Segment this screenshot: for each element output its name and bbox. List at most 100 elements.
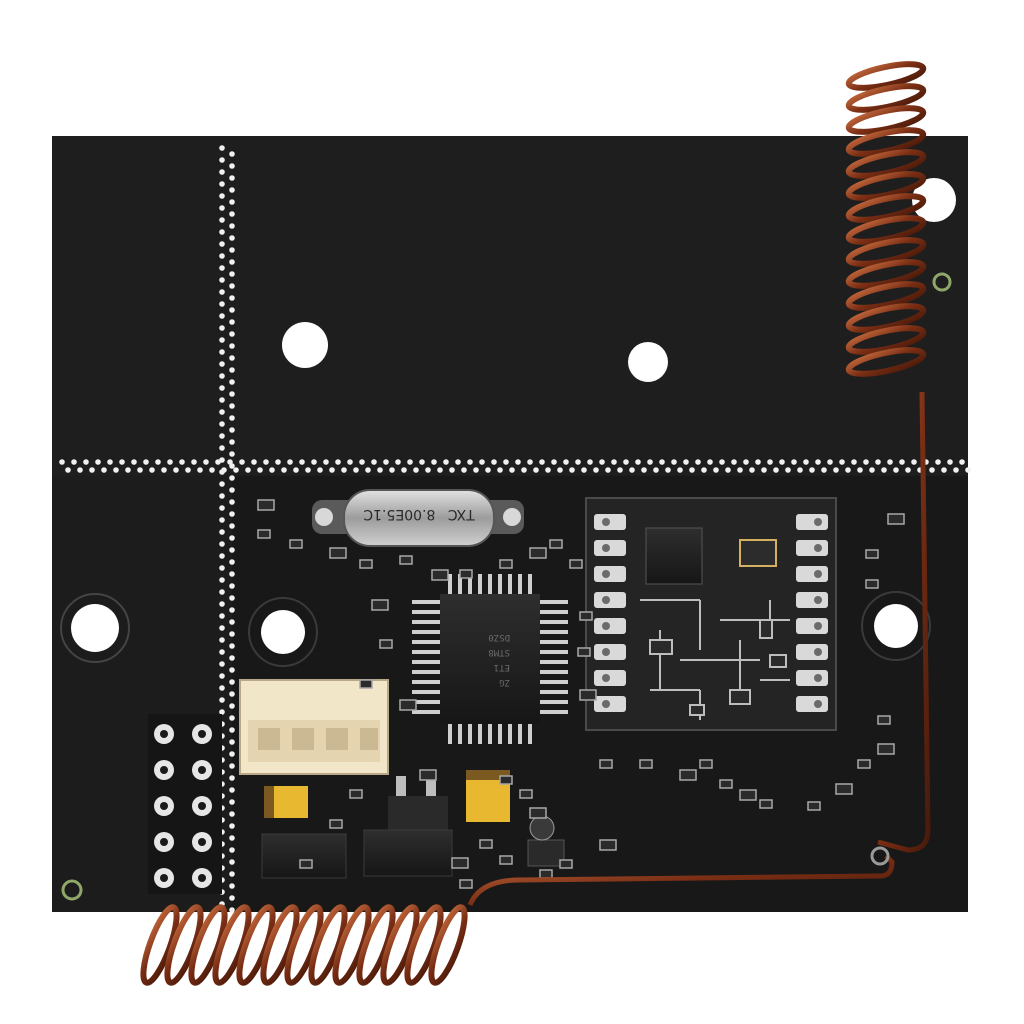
header-pin-hole — [198, 802, 206, 810]
perforation-dot — [743, 459, 749, 465]
ic-pin — [412, 700, 440, 704]
ic-pin — [412, 600, 440, 604]
perforation-dot — [219, 157, 225, 163]
ic-pin — [540, 600, 568, 604]
perforation-horizontal — [59, 459, 971, 473]
perforation-dot — [229, 859, 235, 865]
mounting-hole — [261, 610, 305, 654]
smd-resistor — [579, 689, 597, 701]
power-transistor — [261, 833, 347, 879]
rf-component — [729, 689, 751, 705]
perforation-dot — [219, 145, 225, 151]
perforation-dot — [713, 467, 719, 473]
rf-pad-hole — [602, 596, 610, 604]
perforation-dot — [101, 467, 107, 473]
smd-resistor — [719, 779, 733, 789]
smd-resistor — [865, 579, 879, 589]
perforation-dot — [491, 459, 497, 465]
perforation-dot — [755, 459, 761, 465]
coil-turn — [845, 105, 927, 135]
smd-resistor — [539, 869, 553, 879]
smd-resistor — [431, 569, 449, 581]
perforation-dot — [229, 427, 235, 433]
ic-pin — [540, 650, 568, 654]
rf-pad-hole — [814, 518, 822, 526]
perforation-dot — [229, 847, 235, 853]
perforation-dot — [953, 467, 959, 473]
perforation-dot — [229, 355, 235, 361]
perforation-dot — [179, 459, 185, 465]
perforation-dot — [219, 637, 225, 643]
perforation-dot — [467, 459, 473, 465]
smd-resistor — [877, 743, 895, 755]
rf-component — [689, 704, 705, 716]
smd-resistor — [499, 855, 513, 865]
perforation-dot — [219, 169, 225, 175]
perforation-dot — [437, 467, 443, 473]
perforation-dot — [161, 467, 167, 473]
perforation-dot — [219, 337, 225, 343]
coil-turn — [845, 149, 927, 179]
perforation-dot — [219, 613, 225, 619]
perforation-dot — [521, 467, 527, 473]
perforation-dot — [857, 467, 863, 473]
perforation-dot — [527, 459, 533, 465]
perforation-dot — [233, 467, 239, 473]
perforation-dot — [797, 467, 803, 473]
perforation-dot — [219, 253, 225, 259]
coil-turn — [845, 259, 927, 289]
perforation-dot — [229, 223, 235, 229]
perforation-dot — [229, 895, 235, 901]
perforation-dot — [219, 313, 225, 319]
header-pin-hole — [160, 766, 168, 774]
smd-resistor — [359, 559, 373, 569]
perforation-dot — [229, 679, 235, 685]
perforation-dot — [221, 467, 227, 473]
rf-pad — [796, 566, 828, 582]
perforation-dot — [219, 241, 225, 247]
perforation-dot — [229, 247, 235, 253]
perforation-dot — [785, 467, 791, 473]
coil-turn — [845, 61, 927, 91]
perforation-dot — [209, 467, 215, 473]
perforation-dot — [229, 883, 235, 889]
perforation-dot — [791, 459, 797, 465]
mounting-hole-ring — [248, 597, 318, 667]
perforation-dot — [371, 459, 377, 465]
ic-pin — [412, 710, 440, 714]
perforation-dot — [383, 459, 389, 465]
perforation-dot — [455, 459, 461, 465]
smd-resistor — [299, 859, 313, 869]
perforation-dot — [229, 211, 235, 217]
perforation-dot — [219, 685, 225, 691]
smd-resistor — [451, 857, 469, 869]
header-pin-hole — [198, 874, 206, 882]
perforation-dot — [899, 459, 905, 465]
rf-pad-hole — [602, 648, 610, 656]
smd-resistor — [807, 801, 821, 811]
coil-turn — [845, 127, 927, 157]
perforation-dot — [263, 459, 269, 465]
perforation-dot — [749, 467, 755, 473]
smd-resistor — [549, 539, 563, 549]
smd-resistor — [257, 499, 275, 511]
ic-pin — [412, 650, 440, 654]
perforation-dot — [617, 467, 623, 473]
perforation-dot — [227, 459, 233, 465]
perforation-dot — [545, 467, 551, 473]
perforation-dot — [959, 459, 965, 465]
perforation-dot — [737, 467, 743, 473]
ic-pin — [468, 724, 472, 744]
ic-pin — [458, 724, 462, 744]
smd-resistor — [257, 529, 271, 539]
perforation-dot — [229, 595, 235, 601]
ic-pin — [498, 574, 502, 594]
perforation-dot — [229, 511, 235, 517]
perforation-dot — [219, 589, 225, 595]
perforation-dot — [611, 459, 617, 465]
perforation-dot — [229, 823, 235, 829]
perforation-dot — [335, 459, 341, 465]
smd-resistor — [679, 769, 697, 781]
perforation-dot — [365, 467, 371, 473]
header-pin-hole — [160, 874, 168, 882]
